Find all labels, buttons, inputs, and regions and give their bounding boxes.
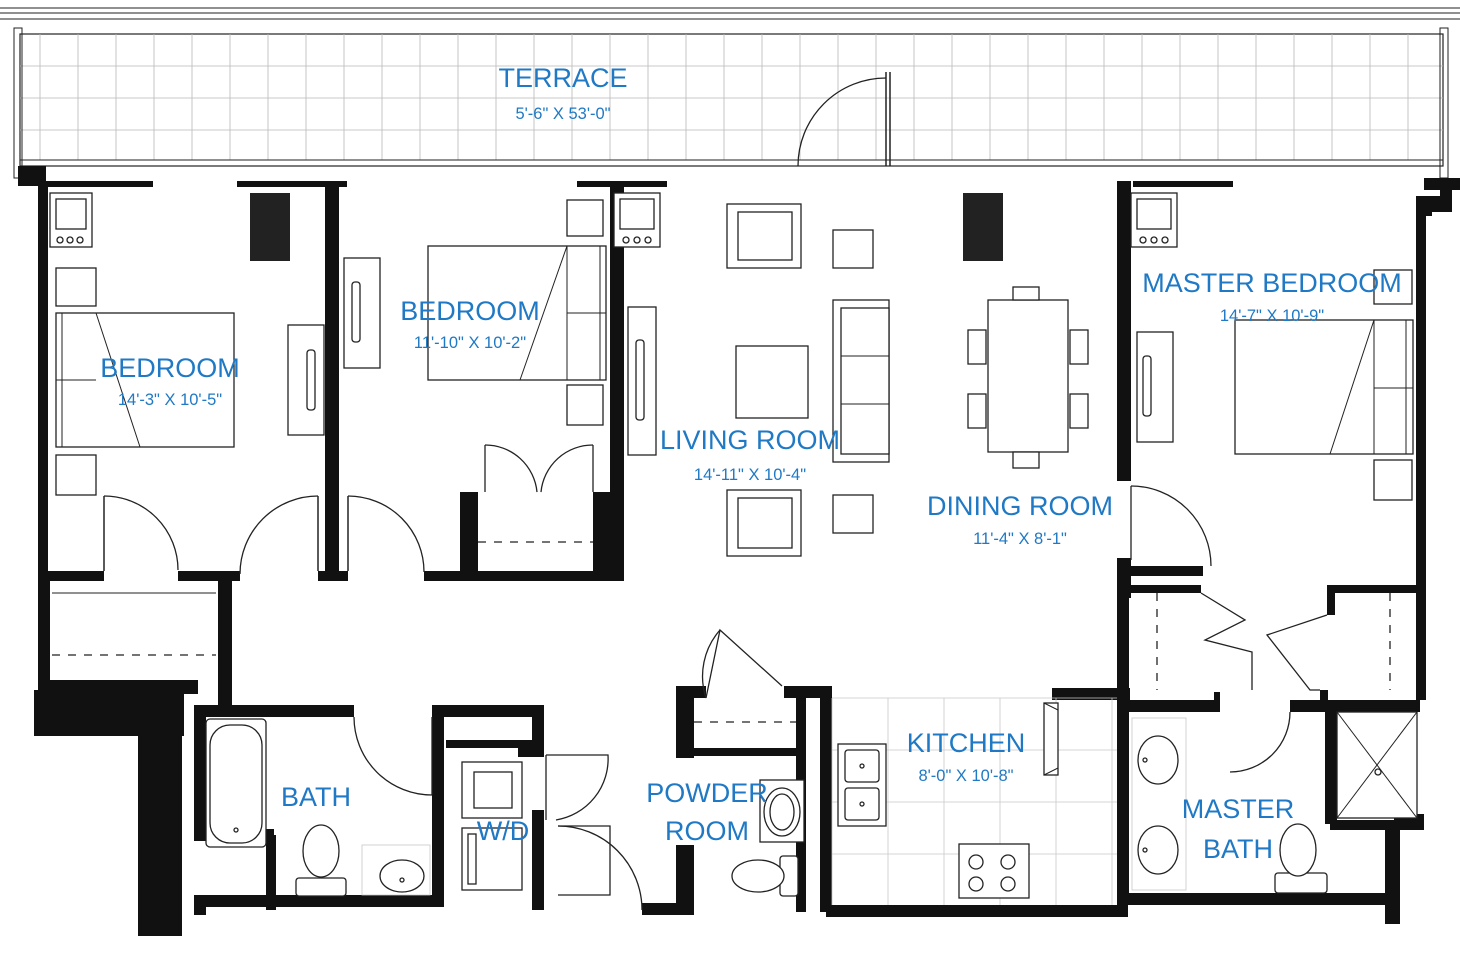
doors [103,444,1328,911]
living-name: LIVING ROOM [660,425,840,455]
kitchen-dims: 8'-0" X 10'-8" [918,767,1013,785]
column [250,193,290,261]
master-bath-name-line1: MASTER [1182,794,1295,824]
dining-furniture [967,286,1089,469]
walls [18,166,1460,936]
terrace-dims: 5'-6" X 53'-0" [515,105,610,123]
washer-dryer [461,761,523,891]
bedroom2-dims: 11'-10" X 10'-2" [414,334,526,352]
terrace [0,7,1460,179]
bedroom1-name: BEDROOM [100,353,240,383]
powder-name-line1: POWDER [646,778,768,808]
dining-dims: 11'-4" X 8'-1" [973,530,1067,548]
terrace-name: TERRACE [498,63,627,93]
hvac-unit [1130,192,1178,248]
bath-name: BATH [281,782,351,812]
terrace-door [797,72,891,167]
bedroom2-furniture [343,199,607,426]
master-furniture [1136,269,1414,501]
powder-name-line2: ROOM [665,816,749,846]
closets [52,592,1391,723]
terrace-tile-grid [20,34,1443,160]
kitchen-name: KITCHEN [907,728,1026,758]
kitchen-fixtures [831,697,1117,905]
bedroom2-name: BEDROOM [400,296,540,326]
hvac-units [49,192,1178,261]
master-dims: 14'-7" X 10'-9" [1220,307,1324,325]
bath-fixtures [205,718,431,897]
master-bath-fixtures [1131,711,1418,894]
wd-name: W/D [477,816,529,846]
living-furniture [627,203,890,557]
living-dims: 14'-11" X 10'-4" [694,466,806,484]
master-name: MASTER BEDROOM [1142,268,1402,298]
room-labels: TERRACE 5'-6" X 53'-0" BEDROOM 14'-3" X … [100,63,1402,864]
hvac-unit [49,192,93,248]
bedroom1-furniture [55,267,325,496]
bedroom1-dims: 14'-3" X 10'-5" [118,391,222,409]
column [963,193,1003,261]
hvac-unit [613,192,661,248]
powder-fixtures [731,779,805,897]
master-bath-name-line2: BATH [1203,834,1273,864]
dining-name: DINING ROOM [927,491,1113,521]
